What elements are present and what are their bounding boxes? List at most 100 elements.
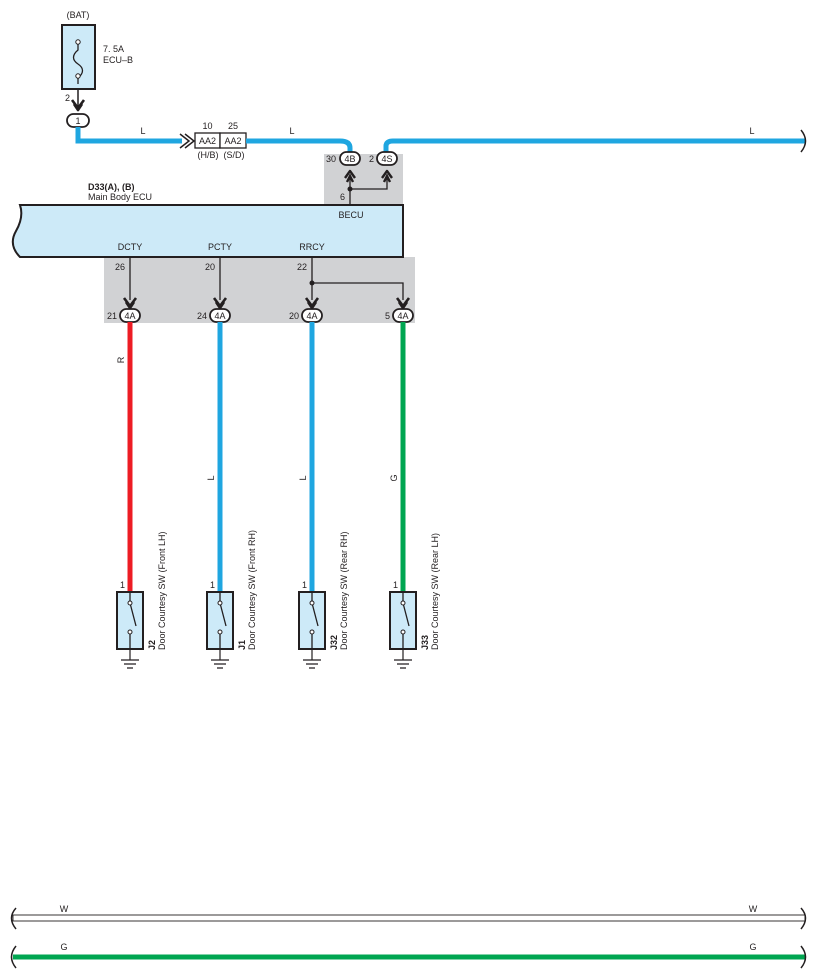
terminal-rrcy: RRCY bbox=[299, 242, 325, 252]
switch-j33-terminal bbox=[400, 629, 406, 635]
terminal-pcty-pin: 20 bbox=[205, 262, 215, 272]
connector-4a-2-label: 4A bbox=[214, 311, 225, 321]
connector-4a-2-pin: 24 bbox=[197, 311, 207, 321]
wire-break-top-right bbox=[800, 129, 807, 153]
fuse-source-label: (BAT) bbox=[67, 10, 90, 20]
ecu-body bbox=[11, 204, 404, 258]
terminal-dcty: DCTY bbox=[118, 242, 143, 252]
bottom-wire-w: W W bbox=[10, 904, 807, 930]
wire-break-right bbox=[800, 907, 807, 930]
junction-sub-b: (S/D) bbox=[224, 150, 245, 160]
wire-blue-top-left bbox=[75, 127, 182, 144]
connector-4b-label: 4B bbox=[344, 154, 355, 164]
ecu-id: D33(A), (B) bbox=[88, 182, 135, 192]
fuse-terminal-top bbox=[75, 39, 81, 45]
switch-j32-code: J32 bbox=[329, 635, 339, 650]
connector-4a-4-pin: 5 bbox=[385, 311, 390, 321]
lead-rrcy bbox=[311, 257, 404, 300]
connector-oval-4b bbox=[339, 151, 361, 166]
wire-label-l-2: L bbox=[289, 126, 294, 136]
connector-4s-pin: 2 bbox=[369, 154, 374, 164]
wire-label-front-rh: L bbox=[206, 475, 216, 480]
wire-label-rear-rh: L bbox=[298, 475, 308, 480]
ground-icon bbox=[121, 649, 139, 669]
wire-label-l-1: L bbox=[140, 126, 145, 136]
fuse-icon bbox=[72, 40, 84, 84]
fuse-terminal-bottom bbox=[75, 73, 81, 79]
junction-sub-a: (H/B) bbox=[198, 150, 219, 160]
switch-j2-code: J2 bbox=[147, 640, 157, 650]
ground-icon bbox=[303, 649, 321, 669]
switch-j33-pin: 1 bbox=[393, 580, 398, 590]
wire-blue-top-right bbox=[383, 138, 805, 152]
switch-j1-label: Door Courtesy SW (Front RH) bbox=[247, 530, 257, 650]
connector-4a-4-label: 4A bbox=[397, 311, 408, 321]
arrow-pcty bbox=[212, 297, 228, 310]
switch-j1-code: J1 bbox=[237, 640, 247, 650]
becu-junction-dot bbox=[347, 186, 353, 192]
wire-g-label-right: G bbox=[749, 942, 756, 952]
wire-g-label-left: G bbox=[60, 942, 67, 952]
switch-j32-pivot bbox=[309, 600, 315, 606]
ground-icon bbox=[211, 649, 229, 669]
connector-1-label: 1 bbox=[75, 116, 80, 126]
wire-w-label-right: W bbox=[749, 904, 758, 914]
switch-j32-label: Door Courtesy SW (Rear RH) bbox=[339, 531, 349, 650]
junction-conn-a: AA2 bbox=[199, 136, 216, 146]
fuse-connector-arrow bbox=[70, 99, 86, 112]
wire-label-front-lh: R bbox=[116, 356, 126, 363]
rrcy-junction-dot bbox=[309, 280, 315, 286]
terminal-dcty-pin: 26 bbox=[115, 262, 125, 272]
fuse-rating: 7. 5A bbox=[103, 44, 124, 54]
bottom-wire-g: G G bbox=[10, 942, 807, 969]
wire-label-rear-lh: G bbox=[389, 474, 399, 481]
connector-4a-3-label: 4A bbox=[306, 311, 317, 321]
junction-pin-a: 10 bbox=[202, 121, 212, 131]
switch-j32: 1 J32 Door Courtesy SW (Rear RH) bbox=[298, 531, 349, 669]
becu-label: BECU bbox=[338, 210, 363, 220]
junction-arrow bbox=[179, 133, 196, 149]
fuse-name: ECU–B bbox=[103, 55, 133, 65]
ecu-bottom-connector-region bbox=[104, 257, 415, 323]
connector-4s-label: 4S bbox=[381, 154, 392, 164]
switch-j1-terminal bbox=[217, 629, 223, 635]
terminal-rrcy-pin: 22 bbox=[297, 262, 307, 272]
arrow-rear-lh bbox=[395, 297, 411, 310]
switch-j2-pivot bbox=[127, 600, 133, 606]
connector-4a-3-pin: 20 bbox=[289, 311, 299, 321]
switch-j1-pivot bbox=[217, 600, 223, 606]
connector-4b-pin: 30 bbox=[326, 154, 336, 164]
wire-w-label-left: W bbox=[60, 904, 69, 914]
becu-pin: 6 bbox=[340, 192, 345, 202]
switch-j32-pin: 1 bbox=[302, 580, 307, 590]
fuse-pin: 2 bbox=[65, 93, 70, 103]
switch-j1-pin: 1 bbox=[210, 580, 215, 590]
wire-blue-top-middle bbox=[246, 138, 353, 152]
switch-j33-code: J33 bbox=[420, 635, 430, 650]
wire-label-l-3: L bbox=[749, 126, 754, 136]
junction-pin-b: 25 bbox=[228, 121, 238, 131]
junction-conn-b: AA2 bbox=[224, 136, 241, 146]
switch-j2-pin: 1 bbox=[120, 580, 125, 590]
wire-break-right bbox=[800, 945, 807, 969]
wire-white bbox=[12, 914, 806, 922]
connector-4a-1-pin: 21 bbox=[107, 311, 117, 321]
wire-break-left bbox=[10, 945, 17, 969]
ground-icon bbox=[394, 649, 412, 669]
switch-j2-label: Door Courtesy SW (Front LH) bbox=[157, 531, 167, 650]
connector-4a-1-label: 4A bbox=[124, 311, 135, 321]
wire-break-left bbox=[10, 907, 17, 930]
switch-j1: 1 J1 Door Courtesy SW (Front RH) bbox=[206, 530, 257, 669]
switch-j32-terminal bbox=[309, 629, 315, 635]
terminal-pcty: PCTY bbox=[208, 242, 232, 252]
connector-oval-4s bbox=[376, 151, 398, 166]
switch-j33-label: Door Courtesy SW (Rear LH) bbox=[430, 533, 440, 650]
arrow-dcty bbox=[122, 297, 138, 310]
arrow-rrcy bbox=[304, 297, 320, 310]
switch-j33: 1 J33 Door Courtesy SW (Rear LH) bbox=[389, 533, 440, 669]
switch-j2: 1 J2 Door Courtesy SW (Front LH) bbox=[116, 531, 167, 669]
switch-j33-pivot bbox=[400, 600, 406, 606]
switch-j2-terminal bbox=[127, 629, 133, 635]
ecu-name: Main Body ECU bbox=[88, 192, 152, 202]
